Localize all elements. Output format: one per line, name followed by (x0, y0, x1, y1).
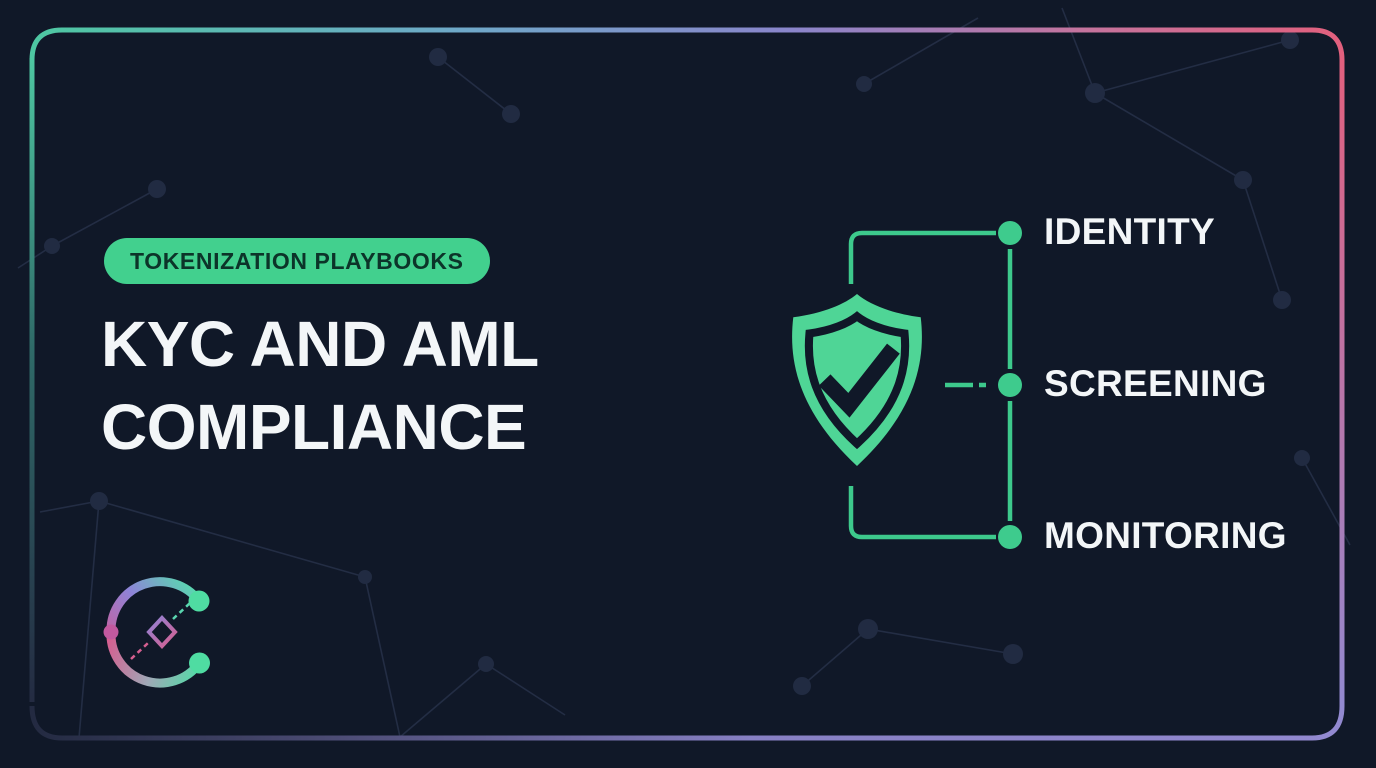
brand-logo (103, 577, 210, 688)
node-dot-monitoring (998, 525, 1022, 549)
node-dot-screening (998, 373, 1022, 397)
page-title: KYC AND AML COMPLIANCE (101, 303, 539, 469)
category-badge: TOKENIZATION PLAYBOOKS (104, 238, 490, 284)
node-label-identity: IDENTITY (1044, 211, 1215, 252)
title-line-1: KYC AND AML (101, 308, 539, 380)
node-label-monitoring: MONITORING (1044, 515, 1287, 556)
node-label-screening: SCREENING (1044, 363, 1267, 404)
title-line-2: COMPLIANCE (101, 391, 527, 463)
node-dot-identity (998, 221, 1022, 245)
shield-check-icon (792, 294, 922, 466)
category-badge-label: TOKENIZATION PLAYBOOKS (130, 247, 464, 274)
